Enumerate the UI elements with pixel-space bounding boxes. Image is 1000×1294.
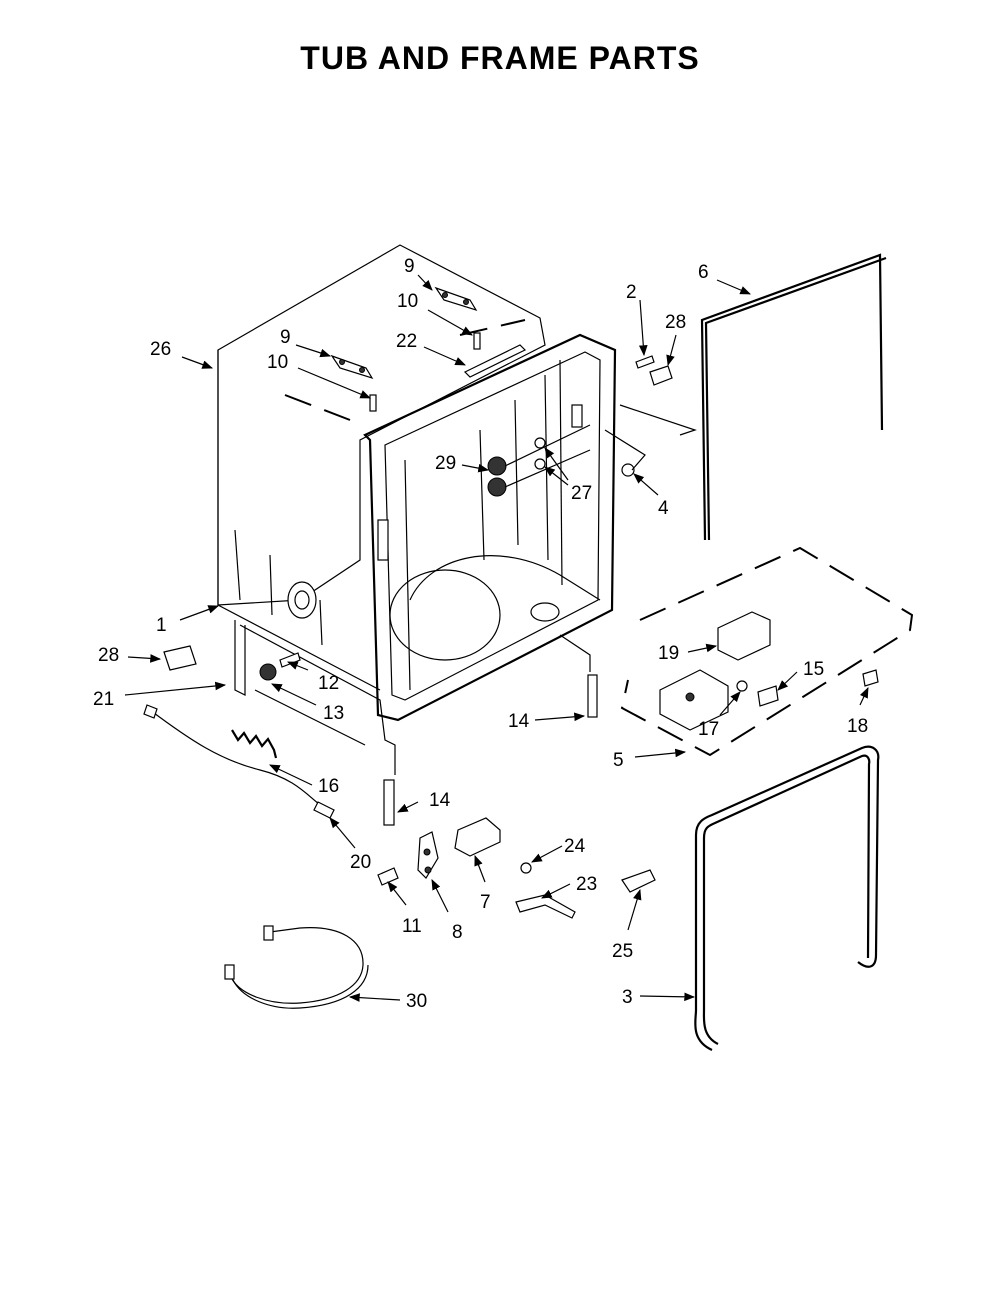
vent-strip — [463, 344, 527, 378]
callout-27: 27 — [571, 483, 592, 504]
callout-25: 25 — [612, 941, 633, 962]
callout-11: 11 — [402, 916, 422, 937]
lower-center-fasteners — [377, 817, 501, 886]
hinge-bracket-lower — [330, 354, 377, 412]
callout-5: 5 — [613, 750, 624, 771]
callout-19: 19 — [658, 643, 679, 664]
callout-1: 1 — [156, 615, 167, 636]
callout-21: 21 — [93, 689, 114, 710]
callout-29: 29 — [435, 453, 456, 474]
callout-16: 16 — [318, 776, 339, 797]
callout-6: 6 — [698, 262, 709, 283]
leveling-leg-rear — [587, 674, 598, 718]
control-bracket-group — [620, 546, 914, 757]
callout-30: 30 — [406, 991, 427, 1012]
door-spring — [231, 729, 278, 759]
callout-23: 23 — [576, 874, 597, 895]
clip-lower-left — [163, 645, 197, 671]
door-cable — [149, 709, 331, 813]
callout-20: 20 — [350, 852, 371, 873]
callout-24: 24 — [564, 836, 586, 857]
callout-13: 13 — [323, 703, 344, 724]
drain-hose — [229, 927, 364, 1004]
callout-28-upper: 28 — [665, 312, 686, 333]
page-title: TUB AND FRAME PARTS — [300, 40, 700, 76]
leader-lines — [124, 274, 869, 1002]
callout-labels: 1 2 3 4 5 6 7 8 9 9 10 10 11 12 13 14 14… — [93, 256, 868, 1012]
door-gasket-lower — [694, 745, 880, 1052]
callout-8: 8 — [452, 922, 463, 943]
callout-17: 17 — [698, 719, 719, 740]
callout-9-upper: 9 — [404, 256, 415, 277]
callout-22: 22 — [396, 331, 417, 352]
leveling-leg-front — [383, 779, 395, 826]
callout-10-upper: 10 — [397, 291, 418, 312]
leveling-leg-parts — [259, 652, 301, 681]
upper-right-fasteners — [604, 355, 697, 477]
tub-assembly — [217, 244, 617, 775]
callout-14-front: 14 — [429, 790, 451, 811]
callout-28-lower: 28 — [98, 645, 119, 666]
callout-7: 7 — [480, 892, 491, 913]
callout-3: 3 — [622, 987, 633, 1008]
door-gasket-upper — [700, 253, 887, 541]
hinge-bracket-upper — [434, 286, 481, 350]
callout-9-lower: 9 — [280, 327, 291, 348]
callout-18: 18 — [847, 716, 868, 737]
hinge-line-lower — [284, 394, 351, 421]
callout-12: 12 — [318, 673, 339, 694]
callout-26: 26 — [150, 339, 171, 360]
callout-4: 4 — [658, 498, 669, 519]
callout-2: 2 — [626, 282, 637, 303]
callout-10-lower: 10 — [267, 352, 288, 373]
callout-14-rear: 14 — [508, 711, 530, 732]
callout-15: 15 — [803, 659, 824, 680]
